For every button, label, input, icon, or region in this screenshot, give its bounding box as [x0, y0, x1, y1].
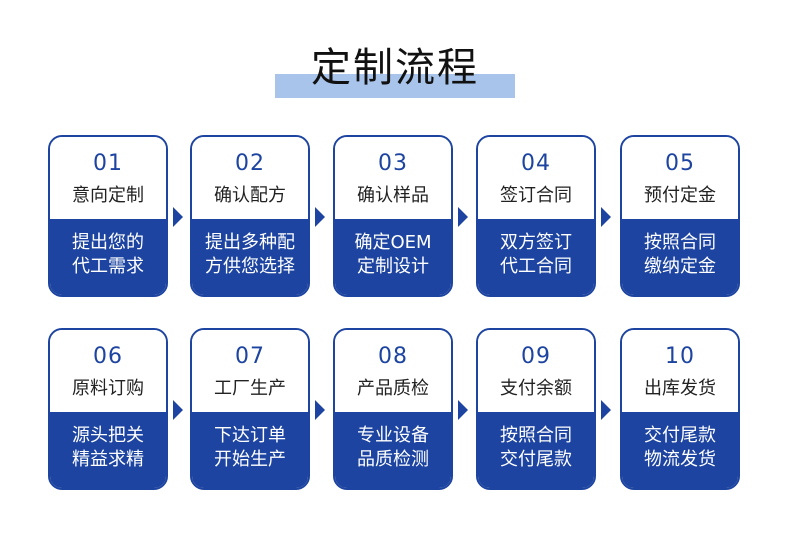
step-description-line: 提出您的: [72, 232, 144, 253]
step-card-06: 06 原料订购 源头把关 精益求精: [48, 328, 168, 490]
title-block: 定制流程: [0, 36, 790, 106]
step-description-line: 按照合同: [644, 232, 716, 253]
step-name: 签订合同: [500, 185, 572, 206]
triangle-right-arrow-icon: [601, 207, 611, 227]
step-name: 工厂生产: [214, 378, 286, 399]
step-description-panel: 交付尾款 物流发货: [622, 412, 738, 488]
step-header: 03 确认样品: [335, 137, 451, 219]
step-description: 按照合同 交付尾款: [478, 424, 594, 472]
step-number: 05: [665, 151, 695, 176]
step-description: 提出多种配 方供您选择: [192, 231, 308, 279]
step-description: 专业设备 品质检测: [335, 424, 451, 472]
step-number: 04: [521, 151, 551, 176]
step-description-line: 专业设备: [357, 425, 429, 446]
step-description-panel: 下达订单 开始生产: [192, 412, 308, 488]
step-number: 08: [378, 344, 408, 369]
step-description-line: 定制设计: [357, 256, 429, 277]
step-description-panel: 确定OEM 定制设计: [335, 219, 451, 295]
step-header: 05 预付定金: [622, 137, 738, 219]
step-header: 08 产品质检: [335, 330, 451, 412]
step-card-05: 05 预付定金 按照合同 缴纳定金: [620, 135, 740, 297]
triangle-right-arrow-icon: [315, 207, 325, 227]
step-card-02: 02 确认配方 提出多种配 方供您选择: [190, 135, 310, 297]
triangle-right-arrow-icon: [601, 400, 611, 420]
step-description-line: 提出多种配: [205, 232, 295, 253]
triangle-right-arrow-icon: [458, 400, 468, 420]
step-name: 确认样品: [357, 185, 429, 206]
step-description: 按照合同 缴纳定金: [622, 231, 738, 279]
step-name: 预付定金: [644, 185, 716, 206]
step-description: 双方签订 代工合同: [478, 231, 594, 279]
step-description: 源头把关 精益求精: [50, 424, 166, 472]
step-description-line: 双方签订: [500, 232, 572, 253]
step-description: 下达订单 开始生产: [192, 424, 308, 472]
step-description-panel: 双方签订 代工合同: [478, 219, 594, 295]
steps-row-1: 01 意向定制 提出您的 代工需求 02 确认配方 提出多种配 方供您选择 03…: [0, 135, 790, 299]
triangle-right-arrow-icon: [173, 207, 183, 227]
step-description: 交付尾款 物流发货: [622, 424, 738, 472]
step-header: 10 出库发货: [622, 330, 738, 412]
step-description-line: 交付尾款: [644, 425, 716, 446]
step-card-08: 08 产品质检 专业设备 品质检测: [333, 328, 453, 490]
step-card-04: 04 签订合同 双方签订 代工合同: [476, 135, 596, 297]
step-description: 提出您的 代工需求: [50, 231, 166, 279]
step-number: 02: [235, 151, 265, 176]
step-description-panel: 提出您的 代工需求: [50, 219, 166, 295]
step-description-line: 源头把关: [72, 425, 144, 446]
page-title: 定制流程: [311, 45, 479, 91]
step-header: 02 确认配方: [192, 137, 308, 219]
step-card-01: 01 意向定制 提出您的 代工需求: [48, 135, 168, 297]
step-header: 07 工厂生产: [192, 330, 308, 412]
step-number: 07: [235, 344, 265, 369]
step-description-line: 物流发货: [644, 449, 716, 470]
step-description-line: 按照合同: [500, 425, 572, 446]
step-description-line: 代工需求: [72, 256, 144, 277]
step-description-line: 代工合同: [500, 256, 572, 277]
step-description-panel: 按照合同 交付尾款: [478, 412, 594, 488]
step-description-line: 开始生产: [214, 449, 286, 470]
step-description-line: 交付尾款: [500, 449, 572, 470]
step-description-line: 下达订单: [214, 425, 286, 446]
step-number: 06: [93, 344, 123, 369]
step-description-line: 缴纳定金: [644, 256, 716, 277]
step-name: 原料订购: [72, 378, 144, 399]
step-description-line: 品质检测: [357, 449, 429, 470]
step-description-panel: 专业设备 品质检测: [335, 412, 451, 488]
step-header: 06 原料订购: [50, 330, 166, 412]
step-description-panel: 源头把关 精益求精: [50, 412, 166, 488]
step-header: 04 签订合同: [478, 137, 594, 219]
step-description-panel: 提出多种配 方供您选择: [192, 219, 308, 295]
step-description-line: 确定OEM: [354, 232, 432, 253]
step-name: 支付余额: [500, 378, 572, 399]
step-number: 09: [521, 344, 551, 369]
steps-row-2: 06 原料订购 源头把关 精益求精 07 工厂生产 下达订单 开始生产 08 产…: [0, 328, 790, 492]
step-description-line: 方供您选择: [205, 256, 295, 277]
triangle-right-arrow-icon: [458, 207, 468, 227]
step-number: 10: [665, 344, 695, 369]
step-card-10: 10 出库发货 交付尾款 物流发货: [620, 328, 740, 490]
triangle-right-arrow-icon: [173, 400, 183, 420]
step-header: 09 支付余额: [478, 330, 594, 412]
step-name: 意向定制: [72, 185, 144, 206]
step-header: 01 意向定制: [50, 137, 166, 219]
title-highlight-bar: [275, 74, 515, 98]
step-name: 出库发货: [644, 378, 716, 399]
step-card-03: 03 确认样品 确定OEM 定制设计: [333, 135, 453, 297]
step-card-09: 09 支付余额 按照合同 交付尾款: [476, 328, 596, 490]
step-description-line: 精益求精: [72, 449, 144, 470]
step-number: 01: [93, 151, 123, 176]
step-name: 确认配方: [214, 185, 286, 206]
triangle-right-arrow-icon: [315, 400, 325, 420]
step-number: 03: [378, 151, 408, 176]
step-description-panel: 按照合同 缴纳定金: [622, 219, 738, 295]
step-description: 确定OEM 定制设计: [335, 231, 451, 279]
step-card-07: 07 工厂生产 下达订单 开始生产: [190, 328, 310, 490]
step-name: 产品质检: [357, 378, 429, 399]
